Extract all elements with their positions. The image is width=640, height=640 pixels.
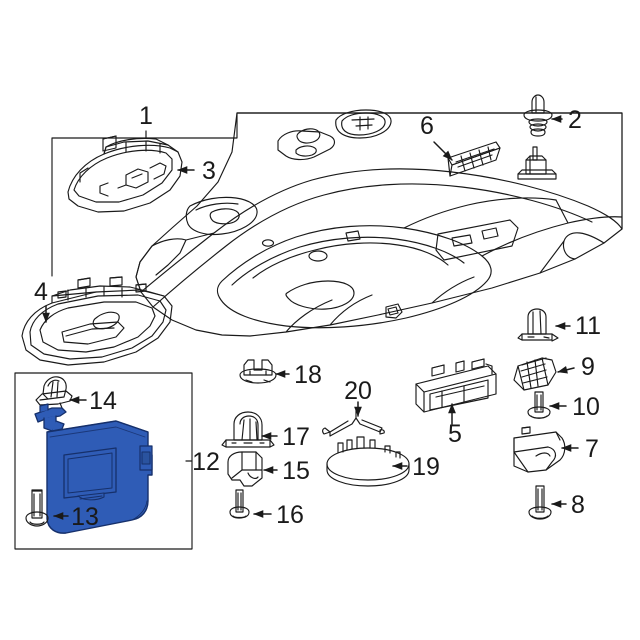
part-5-dome-lamp-assembly [415, 358, 497, 413]
part-7-visor-support-bracket [513, 426, 566, 473]
part-2-roof-trim-retainer-clip [523, 94, 553, 137]
part-15-visor-clip-cover [227, 451, 263, 487]
callout-label-13: 13 [71, 503, 99, 531]
part-9-speaker-grille [513, 357, 557, 391]
callout-numbers: 1 2 3 4 5 6 7 8 9 10 11 12 13 14 15 16 1… [34, 102, 601, 531]
callout-label-1: 1 [139, 102, 153, 130]
callout-label-6: 6 [420, 112, 434, 140]
roof-mount-plate-detail [277, 128, 336, 161]
callout-label-19: 19 [412, 453, 440, 481]
callout-label-16: 16 [276, 501, 304, 529]
part-12-sun-visor [34, 403, 153, 534]
part-8-mounting-screw-long [528, 485, 552, 520]
roof-stud-detail [517, 146, 557, 180]
callout-leader-lines [42, 115, 579, 520]
headliner-group-bracket [51, 112, 623, 277]
callout-label-20: 20 [344, 377, 372, 405]
callout-label-3: 3 [202, 157, 216, 185]
callout-label-2: 2 [568, 106, 582, 134]
callout-label-18: 18 [294, 361, 322, 389]
callout-label-12: 12 [192, 448, 220, 476]
part-6-roof-vent-grille [447, 141, 501, 177]
callout-label-4: 4 [34, 278, 48, 306]
part-17-grab-handle-bracket [221, 411, 275, 448]
callout-label-5: 5 [448, 420, 462, 448]
callout-label-10: 10 [572, 393, 600, 421]
callout-label-7: 7 [585, 435, 599, 463]
headliner-main-panel [135, 112, 623, 337]
part-13-visor-mounting-screw [25, 489, 49, 527]
part-19-dome-lamp-lens [326, 436, 410, 487]
part-10-mounting-bolt [527, 391, 551, 419]
part-20-visor-retention-rod [322, 409, 385, 437]
part-3-overhead-console-housing [67, 135, 183, 213]
callout-label-17: 17 [282, 423, 310, 451]
part-16-console-screw [229, 489, 250, 519]
callout-label-8: 8 [571, 491, 585, 519]
part-11-retainer-clip-small [517, 308, 559, 342]
callout-label-15: 15 [282, 457, 310, 485]
roof-lamp-bezel-detail [335, 109, 392, 139]
callout-label-11: 11 [575, 312, 601, 340]
part-18-roof-rail-retainer [239, 359, 277, 384]
callout-label-14: 14 [89, 387, 117, 415]
callout-label-9: 9 [581, 353, 595, 381]
